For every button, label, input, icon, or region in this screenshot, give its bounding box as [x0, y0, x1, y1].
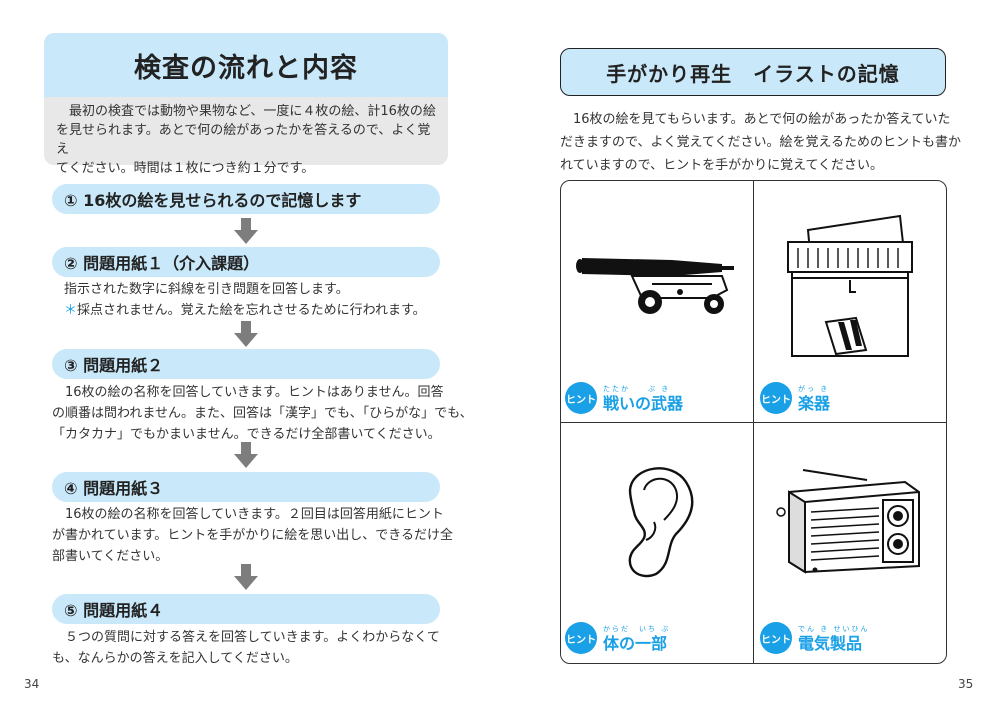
right-page-title: 手がかり再生 イラストの記憶 — [560, 48, 946, 96]
hint-badge: ヒント — [565, 622, 597, 654]
step-3-description: 16枚の絵の名称を回答していきます。ヒントはありません。回答 の順番は問われませ… — [52, 385, 473, 442]
hint-badge: ヒント — [760, 382, 792, 414]
hint-appliance: ヒント でん き せいひん 電気製品 — [760, 622, 869, 654]
page-number-left: 34 — [24, 677, 40, 691]
down-arrow-icon — [234, 321, 258, 347]
right-intro: 16枚の絵を見てもらいます。あとで何の絵があったか答えていた だきますので、よく… — [560, 112, 962, 173]
hint-ruby: がっ き — [798, 385, 830, 393]
grid-divider-horizontal — [560, 422, 947, 423]
step-4-header: ④ 問題用紙３ — [52, 472, 440, 502]
hint-ruby: でん き せいひん — [798, 625, 870, 633]
step-4-description: 16枚の絵の名称を回答していきます。２回目は回答用紙にヒント が書かれています。… — [52, 507, 454, 564]
hint-instrument: ヒント がっ き 楽器 — [760, 382, 830, 414]
hint-weapon: ヒント たたか ぶ き 戦いの武器 — [565, 382, 683, 414]
hint-badge: ヒント — [760, 622, 792, 654]
step-2-header: ② 問題用紙１（介入課題） — [52, 247, 440, 277]
step-5-header: ⑤ 問題用紙４ — [52, 594, 440, 624]
hint-body-part: ヒント からだ いち ぶ 体の一部 — [565, 622, 670, 654]
ear-icon — [628, 467, 694, 578]
step-2-description: 指示された数字に斜線を引き問題を回答します。 ＊採点されません。覚えた絵を忘れさ… — [64, 279, 456, 321]
left-page-title: 検査の流れと内容 — [44, 33, 448, 97]
hint-text: 体の一部 — [603, 634, 668, 653]
hint-ruby: からだ いち ぶ — [603, 625, 671, 633]
step-5-description: ５つの質問に対する答えを回答していきます。よくわからなくて も、なんらかの答えを… — [52, 630, 440, 666]
page-number-right: 35 — [958, 677, 974, 691]
step-2-note: ＊採点されません。覚えた絵を忘れさせるために行われます。 — [64, 303, 426, 318]
down-arrow-icon — [234, 564, 258, 590]
cannon-icon — [576, 258, 734, 314]
piano-icon — [787, 214, 913, 357]
step-1-header: ① 16枚の絵を見せられるので記憶します — [52, 184, 440, 214]
step-3-header: ③ 問題用紙２ — [52, 349, 440, 379]
down-arrow-icon — [234, 442, 258, 468]
hint-text: 楽器 — [798, 394, 831, 413]
radio-icon — [776, 469, 920, 574]
left-intro: 最初の検査では動物や果物など、一度に４枚の絵、計16枚の絵 を見せられます。あと… — [44, 97, 448, 176]
hint-badge: ヒント — [565, 382, 597, 414]
hint-text: 戦いの武器 — [603, 394, 684, 413]
hint-ruby: たたか ぶ き — [603, 385, 671, 393]
down-arrow-icon — [234, 218, 258, 244]
hint-text: 電気製品 — [798, 634, 863, 653]
